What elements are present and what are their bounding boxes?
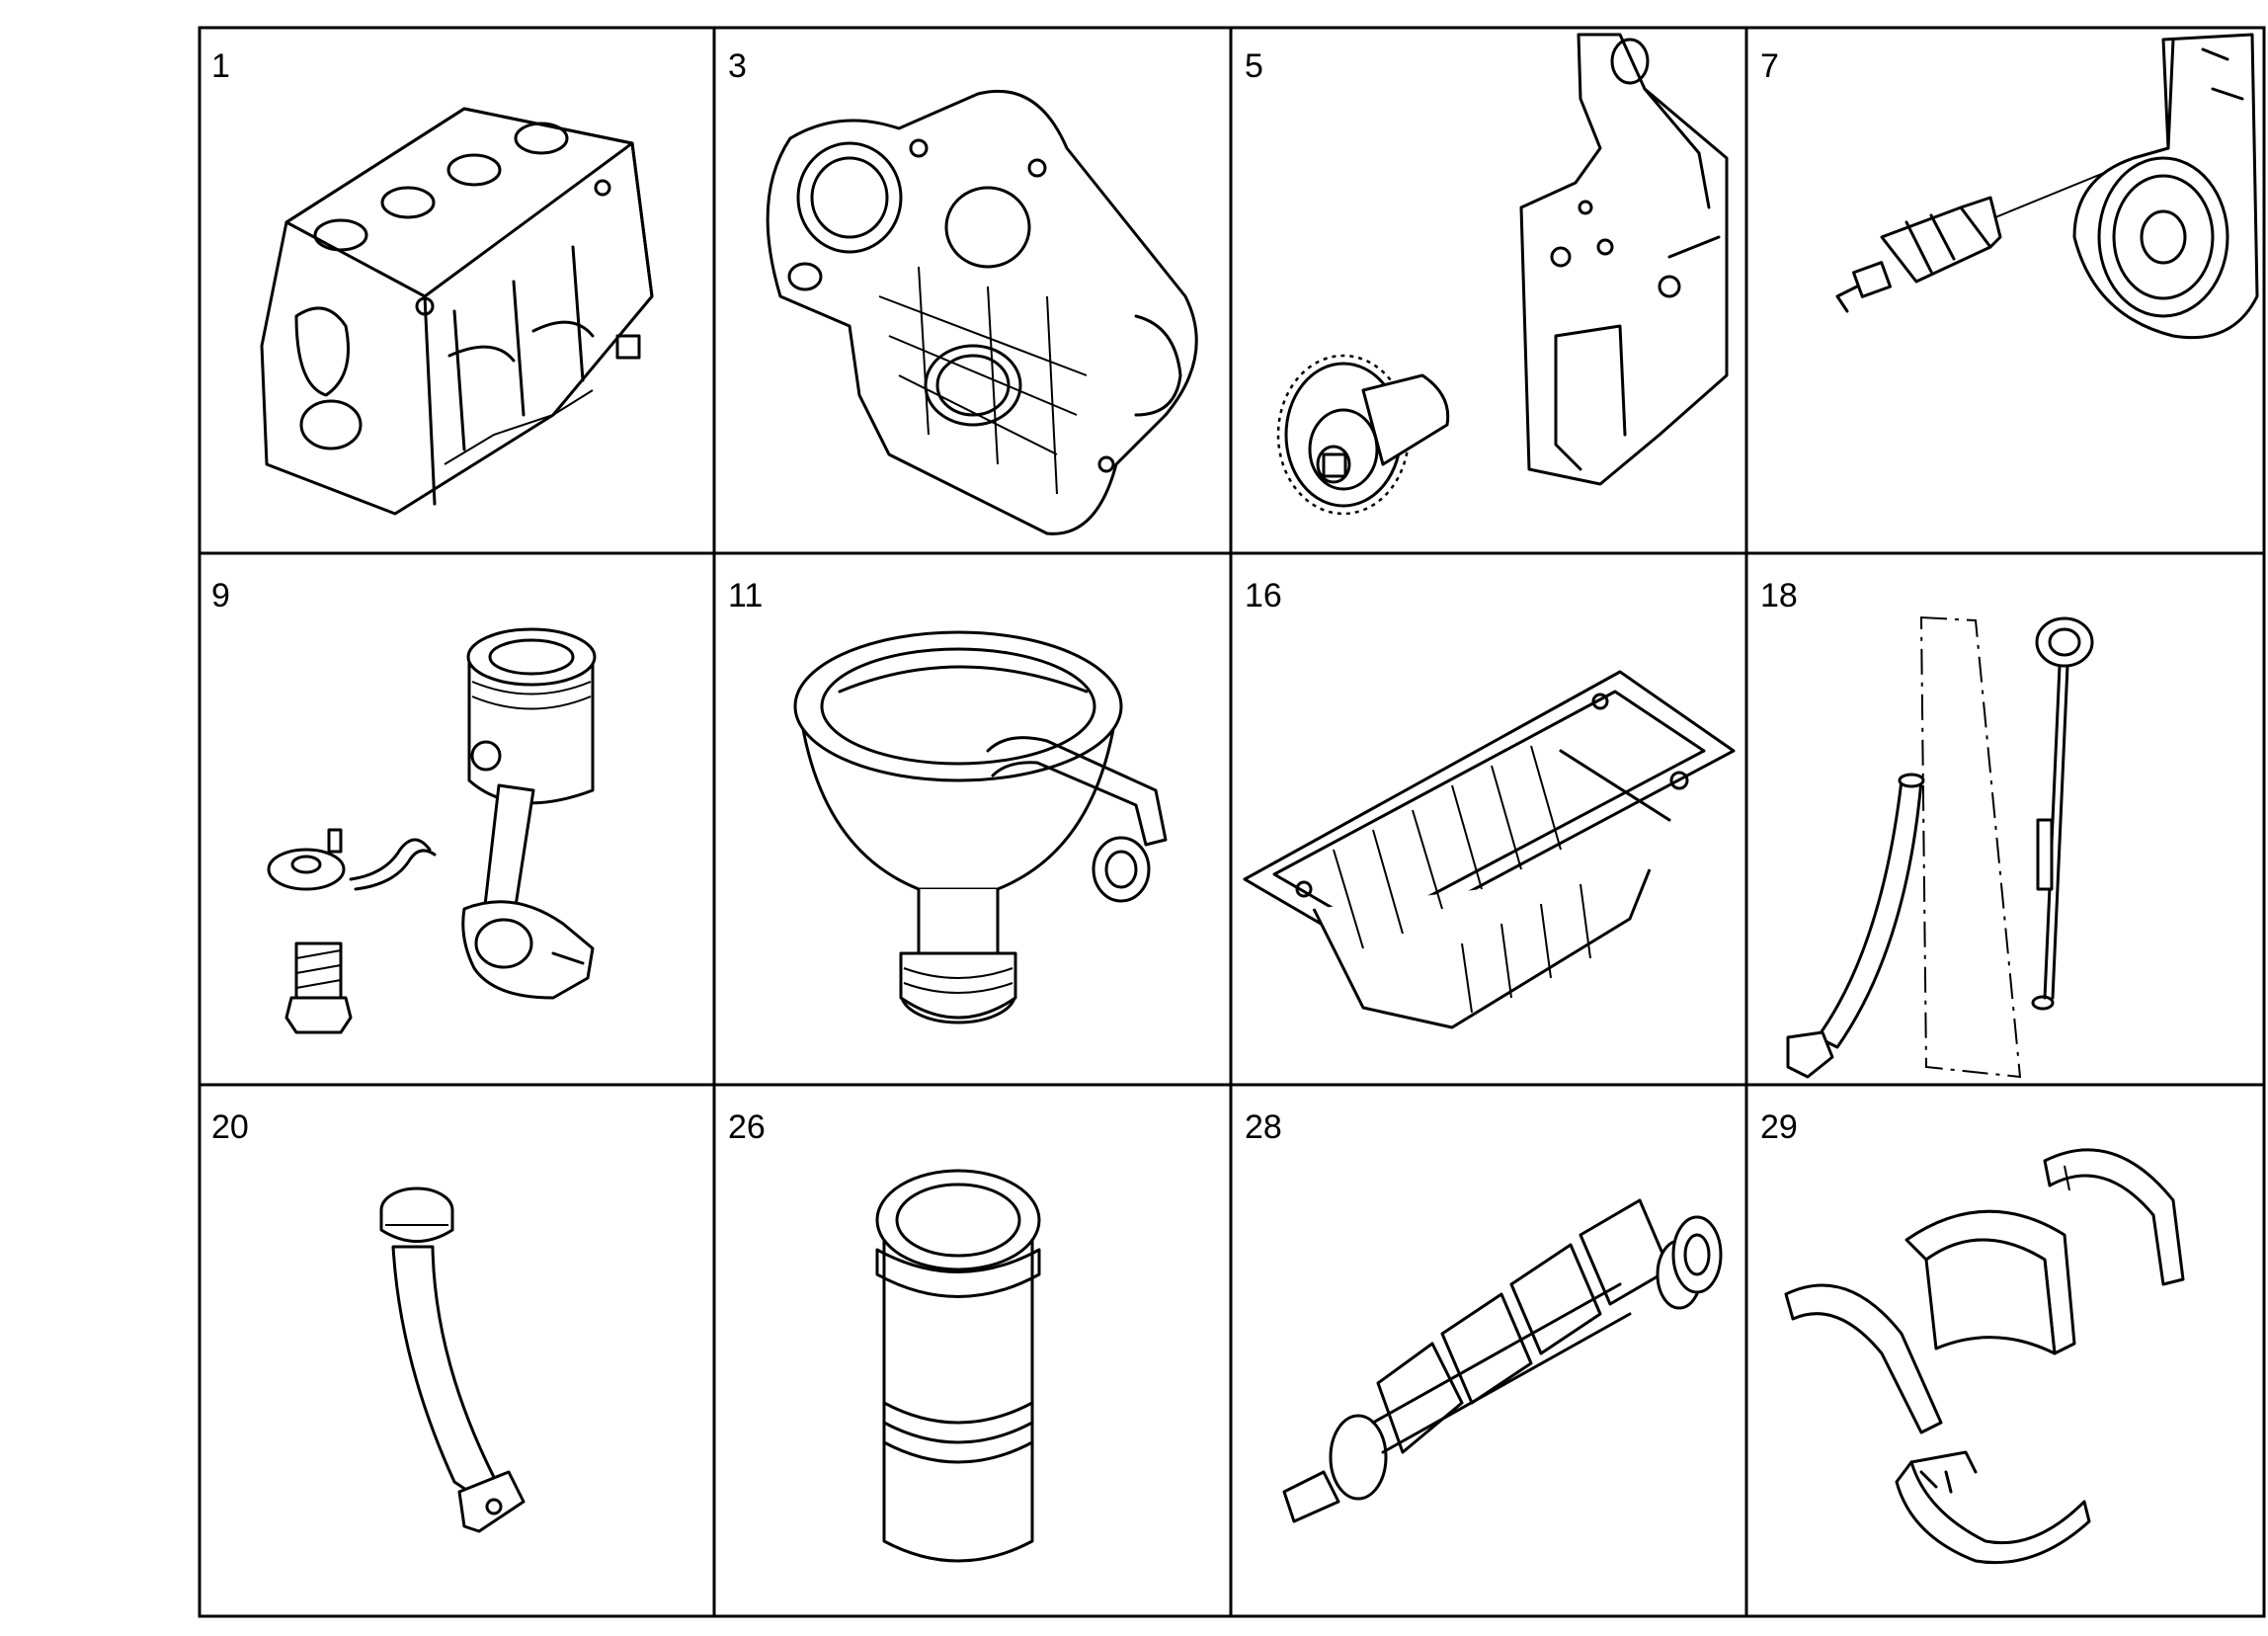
cell-number: 29: [1760, 1108, 1798, 1146]
cell-number: 3: [728, 47, 747, 85]
cell-number: 1: [211, 47, 230, 85]
cell-16: 16: [1243, 577, 1736, 1029]
cell-20: 20: [211, 1108, 526, 1533]
idler-gear-icon: [1276, 33, 1729, 516]
cell-number: 26: [728, 1108, 766, 1146]
cylinder-block-icon: [260, 107, 654, 516]
cell-number: 5: [1245, 47, 1263, 85]
cell-1: 1: [211, 47, 654, 516]
cell-9: 9: [211, 577, 597, 1034]
cell-number: 11: [728, 577, 763, 614]
cell-number: 9: [211, 577, 230, 614]
cell-3: 3: [728, 47, 1198, 535]
cell-11: 11: [728, 577, 1168, 1024]
oil-strainer-icon: [793, 630, 1168, 1024]
timing-gear-case-icon: [766, 89, 1198, 535]
cell-number: 7: [1760, 47, 1779, 85]
bearing-shells-icon: [1784, 1148, 2185, 1565]
cell-number: 20: [211, 1108, 249, 1146]
cell-18: 18: [1760, 577, 2094, 1079]
cell-number: 28: [1245, 1108, 1282, 1146]
cell-number: 18: [1760, 577, 1798, 614]
cell-5: 5: [1245, 33, 1729, 516]
cell-7: 7: [1760, 33, 2259, 340]
crankshaft-icon: [1282, 1198, 1723, 1523]
cell-29: 29: [1760, 1108, 2185, 1565]
oil-dipstick-icon: [1786, 615, 2094, 1079]
cell-number: 16: [1245, 577, 1282, 614]
cell-26: 26: [728, 1108, 1041, 1563]
cylinder-liner-icon: [875, 1169, 1041, 1563]
piston-connecting-rod-icon: [267, 627, 597, 1034]
oil-filler-pipe-icon: [379, 1186, 526, 1533]
cell-28: 28: [1245, 1108, 1723, 1523]
oil-pressure-switch-icon: [1835, 33, 2259, 340]
grid-frame: [198, 26, 2266, 1618]
oil-pan-icon: [1243, 670, 1736, 1029]
